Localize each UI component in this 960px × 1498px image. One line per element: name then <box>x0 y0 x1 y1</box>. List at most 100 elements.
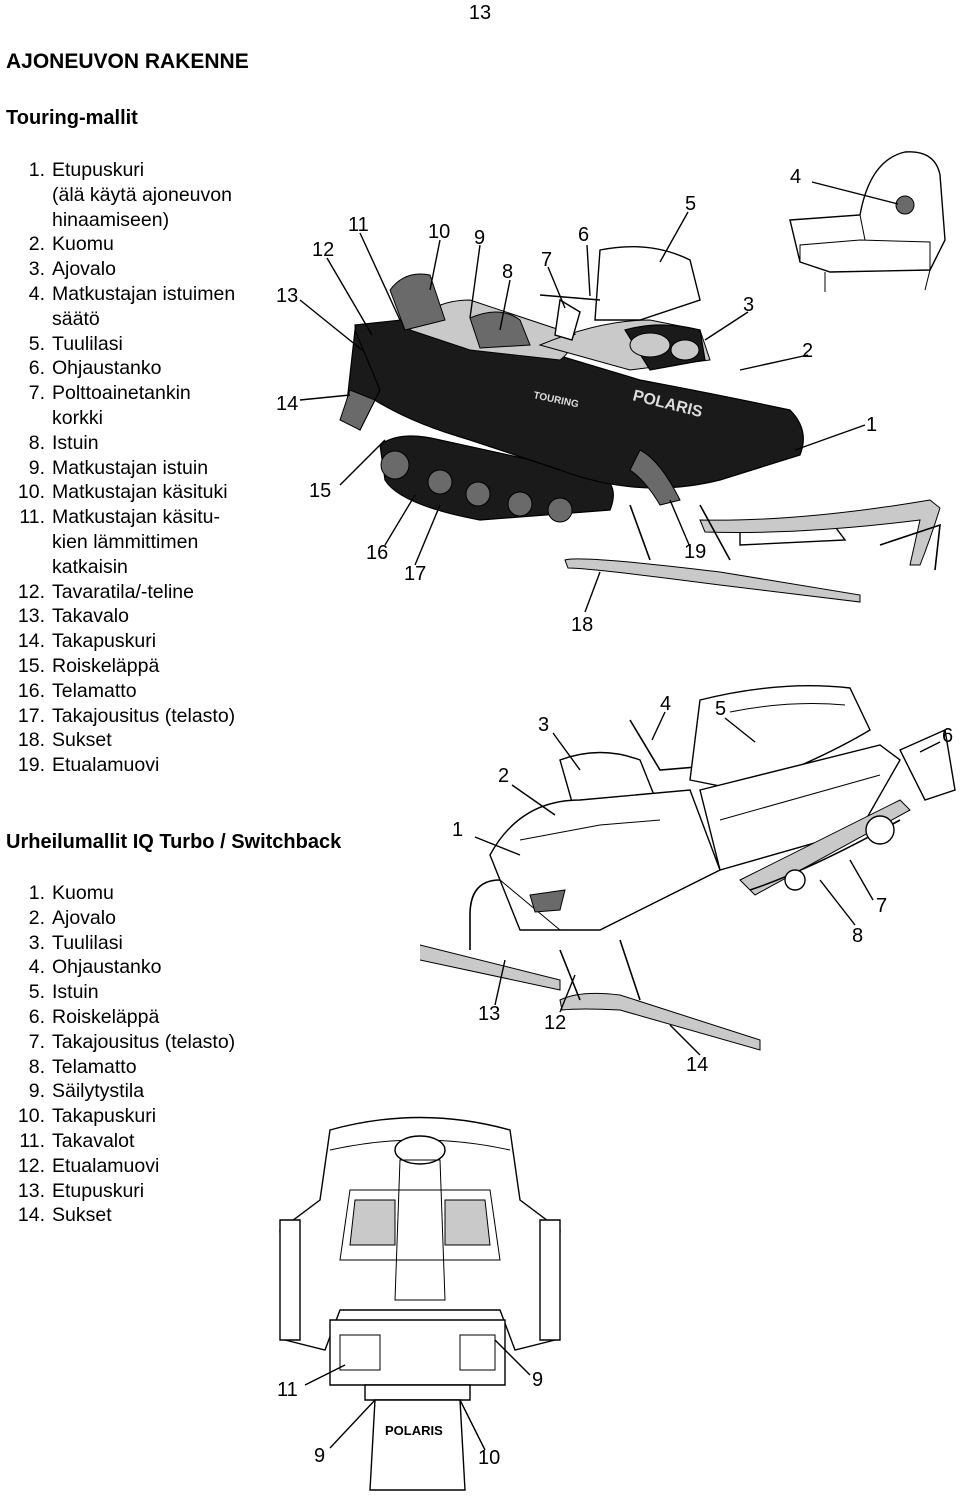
touring-parts-list: 1.Etupuskuri (älä käytä ajoneuvon hinaam… <box>6 158 296 778</box>
sport-side-callout-13: 13 <box>478 1003 500 1025</box>
touring-snowmobile-figure: POLARIS TOURING 1 2 3 4 5 6 7 8 9 10 <box>276 151 946 636</box>
list-item-text: Kuomu <box>52 233 114 256</box>
list-item: 10.Matkustajan käsituki <box>6 480 296 505</box>
touring-callout-13: 13 <box>276 285 298 307</box>
sport-rear-drawing: POLARIS <box>279 1116 561 1491</box>
list-item-number: 17. <box>17 704 45 727</box>
list-item-number: 16. <box>17 679 45 702</box>
sport-side-callout-5: 5 <box>715 698 726 720</box>
sport-side-callout-6: 6 <box>942 725 953 747</box>
list-item-number: 2. <box>28 233 45 256</box>
list-item-text: Sukset <box>52 729 112 752</box>
list-item-number: 4. <box>28 956 45 979</box>
sport-side-callout-12: 12 <box>544 1012 566 1034</box>
touring-callout-7: 7 <box>541 249 552 271</box>
list-item-number: 6. <box>28 1005 45 1028</box>
sport-side-callouts: 1 2 3 4 5 6 7 8 12 13 14 <box>452 693 953 1076</box>
touring-callout-6: 6 <box>578 224 589 246</box>
touring-callout-14: 14 <box>276 393 298 415</box>
list-item-text: Istuin <box>52 431 99 454</box>
touring-callout-15: 15 <box>309 480 331 502</box>
list-item: 13.Takavalo <box>6 604 296 629</box>
list-item: 3.Tuulilasi <box>6 931 296 956</box>
touring-callout-19: 19 <box>684 541 706 563</box>
touring-body-drawing: POLARIS TOURING <box>339 246 804 506</box>
sport-rear-callout-10: 10 <box>478 1447 500 1469</box>
list-item-text: Telamatto <box>52 1055 137 1078</box>
list-item-number: 1. <box>28 882 45 904</box>
list-item-text: Kuomu <box>52 882 114 904</box>
list-item-text: Etualamuovi <box>52 1154 160 1177</box>
list-item: 6.Ohjaustanko <box>6 356 296 381</box>
list-item: 4.Ohjaustanko <box>6 955 296 980</box>
list-item: 7.Takajousitus (telasto) <box>6 1030 296 1055</box>
sport-side-callout-7: 7 <box>876 895 887 917</box>
touring-title: Touring-mallit <box>6 107 138 129</box>
sport-side-callout-2: 2 <box>498 765 509 787</box>
sport-side-callout-14: 14 <box>686 1054 708 1076</box>
list-item-text: Istuin <box>52 981 99 1004</box>
list-item-number: 4. <box>28 282 45 305</box>
list-item: 5.Istuin <box>6 980 296 1005</box>
list-item-text: Takavalot <box>52 1129 135 1152</box>
touring-callout-2: 2 <box>802 340 813 362</box>
list-item: 12.Tavaratila/-teline <box>6 580 296 605</box>
list-item-number: 9. <box>28 456 45 479</box>
list-item-number: 7. <box>28 1030 45 1053</box>
touring-callout-18: 18 <box>571 614 593 636</box>
list-item: 6. Roiskeläppä <box>6 1005 296 1030</box>
list-item: 4. Matkustajan istuimen säätö <box>6 282 296 332</box>
list-item-text: Tuulilasi <box>52 931 123 954</box>
touring-callout-9: 9 <box>474 227 485 249</box>
touring-callout-5: 5 <box>685 193 696 215</box>
list-item-number: 11. <box>19 1129 45 1152</box>
touring-callout-11: 11 <box>348 214 369 236</box>
list-item-number: 11. <box>19 506 45 529</box>
list-item: 9.Säilytystila <box>6 1079 296 1104</box>
list-item-text: Etupuskuri <box>52 1179 145 1202</box>
section-title: AJONEUVON RAKENNE <box>6 50 249 73</box>
touring-callout-1: 1 <box>866 414 877 436</box>
list-item-text: Matkustajan käsitu- kien lämmittimen kat… <box>52 506 220 578</box>
list-item: 5.Tuulilasi <box>6 332 296 357</box>
sport-side-callout-1: 1 <box>452 819 463 841</box>
list-item: 8.Istuin <box>6 431 296 456</box>
list-item-text: Sukset <box>52 1204 112 1227</box>
list-item-text: Takapuskuri <box>52 630 157 653</box>
list-item-number: 3. <box>28 258 45 281</box>
page-number: 13 <box>468 2 492 24</box>
list-item-number: 14. <box>17 1204 45 1227</box>
sport-snowmobile-side-figure: 1 2 3 4 5 6 7 8 12 13 14 <box>420 685 956 1076</box>
list-item-text: Tuulilasi <box>52 332 123 355</box>
sport-side-callout-3: 3 <box>538 714 549 736</box>
sport-snowmobile-rear-figure: POLARIS 11 9 9 10 <box>277 1116 561 1491</box>
touring-callouts: 1 2 3 4 5 6 7 8 9 10 11 12 13 14 15 16 1… <box>276 166 877 636</box>
touring-callout-10: 10 <box>428 221 450 243</box>
list-item-text: Roiskeläppä <box>52 654 160 677</box>
list-item-text: Polttoainetankin korkki <box>52 382 191 429</box>
list-item-text: Matkustajan istuimen säätö <box>52 282 236 330</box>
sport-side-callout-8: 8 <box>852 925 863 947</box>
list-item: 15.Roiskeläppä <box>6 654 296 679</box>
list-item-text: Matkustajan käsituki <box>52 481 228 504</box>
touring-track-drawing <box>379 435 614 523</box>
list-item-number: 2. <box>28 906 45 929</box>
list-item-text: Tavaratila/-teline <box>52 580 194 603</box>
list-item: 19.Etualamuovi <box>6 753 296 778</box>
list-item: 14. Sukset <box>6 1203 296 1228</box>
sport-title: Urheilumallit IQ Turbo / Switchback <box>6 831 342 853</box>
list-item: 11. Matkustajan käsitu- kien lämmittimen … <box>6 505 296 579</box>
touring-skis-drawing <box>564 499 941 603</box>
list-item: 1.Etupuskuri (älä käytä ajoneuvon hinaam… <box>6 158 296 232</box>
list-item-text: Ajovalo <box>52 906 116 929</box>
sport-rear-callout-9-left: 9 <box>314 1445 325 1467</box>
list-item-number: 7. <box>28 382 45 405</box>
list-item-number: 6. <box>28 357 45 380</box>
list-item-text: Telamatto <box>52 679 137 702</box>
list-item: 10.Takapuskuri <box>6 1104 296 1129</box>
list-item-number: 1. <box>28 159 45 181</box>
list-item: 14.Takapuskuri <box>6 629 296 654</box>
touring-callout-12: 12 <box>312 239 334 261</box>
list-item-text: Roiskeläppä <box>52 1005 160 1028</box>
list-item-text: Takajousitus (telasto) <box>52 704 236 727</box>
